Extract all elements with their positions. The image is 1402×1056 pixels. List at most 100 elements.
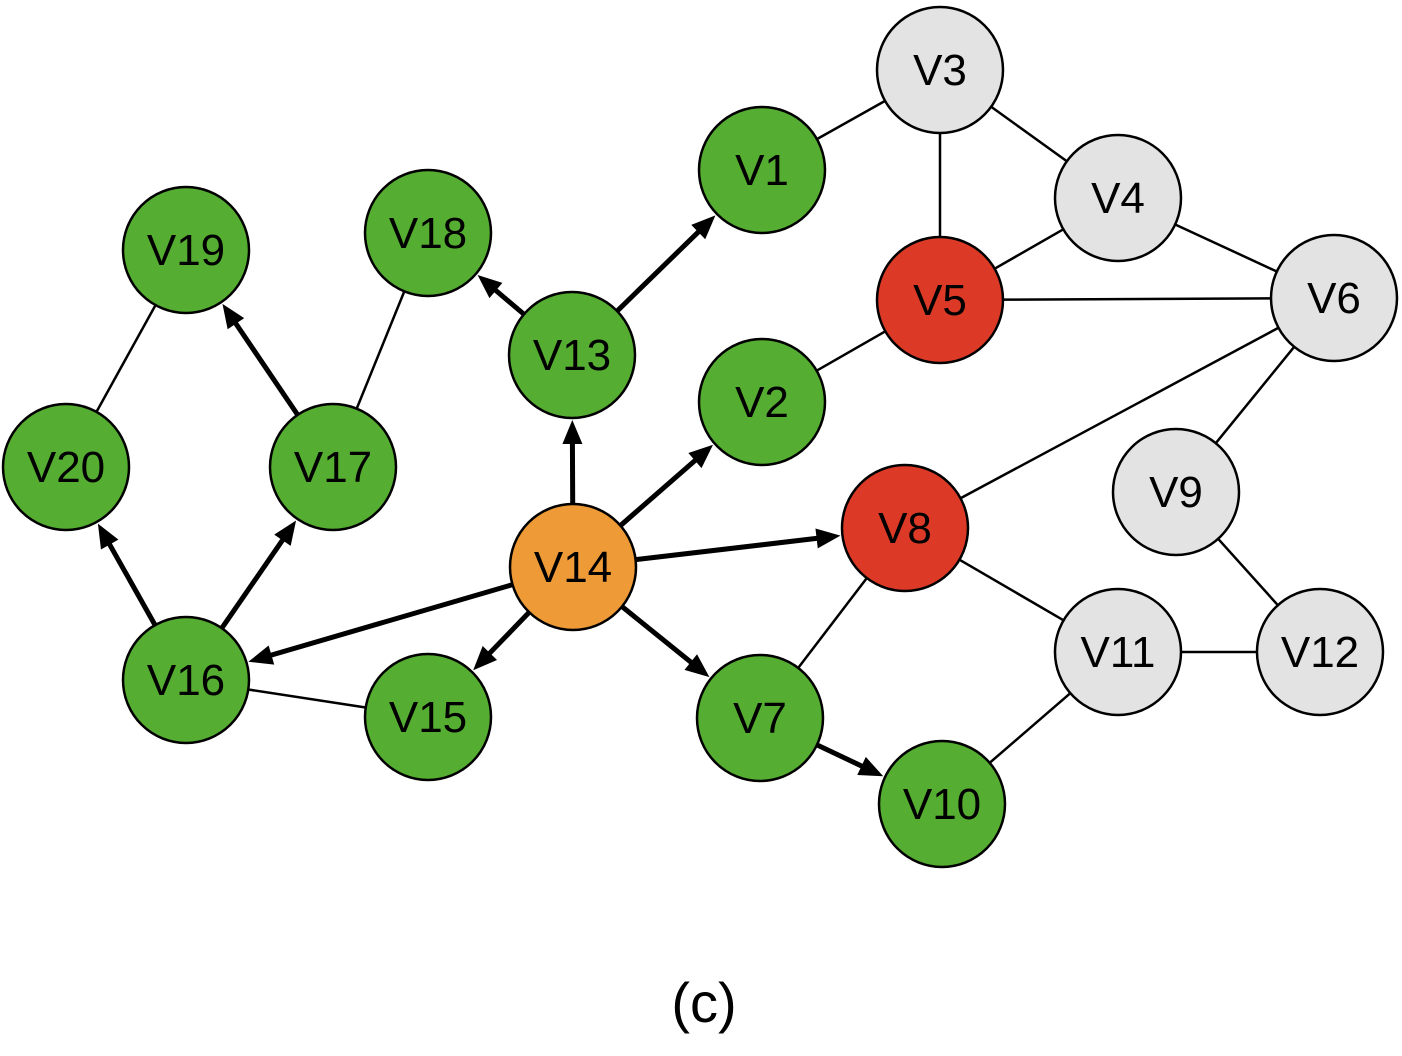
- edge-v5-v6: [1002, 297, 1272, 301]
- node-circle: [1053, 587, 1183, 717]
- node-label: V18: [389, 209, 467, 258]
- node-v19: V19: [121, 185, 251, 315]
- arrow-v17-v19: [222, 303, 300, 417]
- node-circle: [363, 652, 493, 782]
- arrow-v14-v16: [248, 582, 514, 665]
- node-circle: [1053, 133, 1183, 263]
- node-circle: [1, 402, 131, 532]
- node-v17: V17: [268, 402, 398, 532]
- node-label: V11: [1080, 628, 1155, 677]
- arrow-shaft: [268, 582, 514, 659]
- node-label: V2: [735, 378, 789, 427]
- node-circle: [268, 402, 398, 532]
- node-label: V16: [147, 656, 225, 705]
- node-v11: V11: [1053, 587, 1183, 717]
- node-v3: V3: [875, 5, 1005, 135]
- node-v10: V10: [877, 739, 1007, 869]
- edge-v16-v15: [248, 688, 366, 709]
- node-v4: V4: [1053, 133, 1183, 263]
- arrow-head: [248, 645, 275, 665]
- node-circle: [1255, 587, 1385, 717]
- node-label: V9: [1149, 468, 1203, 517]
- arrow-head: [562, 419, 583, 445]
- node-label: V4: [1091, 174, 1145, 223]
- edge-v17-v18: [355, 290, 406, 410]
- edge-v9-v12: [1217, 537, 1279, 607]
- node-circle: [508, 502, 638, 632]
- arrow-shaft: [486, 610, 532, 657]
- node-v1: V1: [697, 105, 827, 235]
- edge-v2-v5: [816, 330, 886, 372]
- edge-v3-v4: [990, 105, 1068, 163]
- node-v8: V8: [840, 463, 970, 593]
- node-circle: [697, 105, 827, 235]
- node-v16: V16: [121, 615, 251, 745]
- arrow-v13-v1: [615, 215, 716, 313]
- node-circle: [695, 653, 825, 783]
- edge-v4-v5: [994, 228, 1064, 270]
- arrow-shaft: [232, 320, 300, 417]
- node-v13: V13: [507, 290, 637, 420]
- arrow-v7-v10: [815, 742, 884, 777]
- arrow-head: [222, 303, 245, 330]
- edge-v4-v6: [1174, 223, 1278, 273]
- node-circle: [875, 235, 1005, 365]
- node-circle: [1269, 233, 1399, 363]
- node-v6: V6: [1269, 233, 1399, 363]
- node-circle: [1111, 427, 1241, 557]
- node-v2: V2: [697, 337, 827, 467]
- node-label: V6: [1307, 274, 1361, 323]
- node-circle: [875, 5, 1005, 135]
- edge-v6-v8: [959, 326, 1280, 500]
- arrow-shaft: [106, 541, 158, 627]
- node-v20: V20: [1, 402, 131, 532]
- arrow-v16-v17: [219, 520, 297, 630]
- node-label: V17: [294, 443, 372, 492]
- node-label: V15: [389, 693, 467, 742]
- node-label: V14: [534, 543, 612, 592]
- arrow-v13-v18: [477, 275, 526, 317]
- node-circle: [363, 168, 493, 298]
- arrow-shaft: [492, 287, 526, 317]
- node-label: V13: [533, 331, 611, 380]
- edge-v1-v3: [816, 99, 886, 141]
- node-v14: V14: [508, 502, 638, 632]
- node-v12: V12: [1255, 587, 1385, 717]
- arrow-shaft: [635, 535, 819, 563]
- node-v18: V18: [363, 168, 493, 298]
- node-circle: [697, 337, 827, 467]
- edge-v10-v11: [988, 692, 1072, 764]
- node-label: V3: [913, 46, 967, 95]
- arrow-v14-v15: [473, 610, 532, 671]
- arrow-v16-v20: [97, 523, 158, 627]
- node-v5: V5: [875, 235, 1005, 365]
- diagram-caption: (c): [671, 971, 736, 1034]
- arrow-v14-v7: [620, 604, 710, 678]
- arrow-head: [684, 654, 710, 678]
- node-label: V12: [1281, 628, 1359, 677]
- node-circle: [840, 463, 970, 593]
- arrow-head: [691, 215, 716, 240]
- node-v9: V9: [1111, 427, 1241, 557]
- arrow-head: [473, 646, 498, 671]
- arrow-head: [857, 756, 884, 777]
- edge-v6-v9: [1214, 346, 1296, 444]
- arrow-shaft: [618, 457, 699, 528]
- node-label: V8: [878, 504, 932, 553]
- edge-v19-v20: [95, 304, 157, 413]
- arrow-head: [688, 444, 714, 469]
- node-label: V20: [27, 443, 105, 492]
- node-label: V19: [147, 226, 225, 275]
- arrow-v14-v8: [635, 528, 841, 563]
- arrow-shaft: [815, 742, 865, 770]
- arrow-head: [477, 275, 503, 299]
- arrow-v14-v2: [618, 444, 714, 528]
- edge-v8-v11: [958, 558, 1065, 622]
- arrow-head: [815, 528, 841, 549]
- arrow-shaft: [219, 537, 286, 630]
- node-v7: V7: [695, 653, 825, 783]
- node-label: V10: [903, 780, 981, 829]
- edges-layer: [95, 99, 1296, 777]
